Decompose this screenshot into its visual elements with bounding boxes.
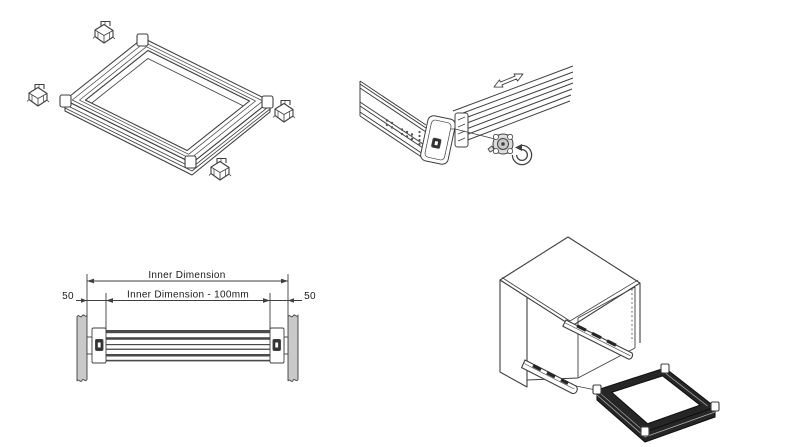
corner-bracket-bottom (208, 157, 232, 181)
extension-lines (86, 274, 289, 332)
outer-dimension-label: Inner Dimension (148, 270, 225, 281)
corner-bracket-top (92, 20, 116, 44)
right-rail-profile (452, 65, 574, 142)
frame-profile-ring (59, 33, 274, 176)
left-mount-stem (86, 336, 93, 355)
leader-line (451, 128, 496, 140)
dimension-drawing-figure: Inner Dimension Inner Dimension - 100mm … (40, 262, 330, 412)
corner-connector-block (420, 115, 456, 165)
frame-assembly-figure (0, 0, 320, 200)
pull-out-frame (592, 363, 720, 443)
cabinet-installation-figure (470, 230, 800, 447)
corner-bracket-right (272, 99, 296, 123)
right-side-panel (287, 314, 299, 382)
sliding-insert (454, 112, 469, 148)
frame-assembly-drawing (26, 20, 296, 181)
rail-holes (385, 119, 421, 146)
right-end-block (269, 327, 285, 364)
rail-adjustment-drawing (359, 65, 574, 166)
left-end-block (91, 327, 107, 364)
inner-dimension-label: Inner Dimension - 100mm (127, 290, 249, 301)
right-slide-rail (562, 319, 634, 360)
cabinet-body (499, 236, 641, 388)
slide-direction-arrow-icon (493, 73, 524, 88)
left-slide-rail (521, 359, 578, 395)
left-rail-profile (359, 80, 427, 161)
dimension-arrows (81, 278, 294, 303)
dimension-drawing: Inner Dimension Inner Dimension - 100mm … (62, 270, 316, 382)
rail-profile (106, 329, 270, 362)
clip-rotation-arrow-icon (511, 144, 533, 166)
cam-wheel-icon (487, 133, 514, 155)
rail-adjustment-figure (358, 55, 583, 190)
corner-bracket-left (26, 83, 50, 107)
right-mount-stem (283, 336, 289, 355)
right-gap-label: 50 (304, 291, 316, 302)
left-gap-label: 50 (62, 291, 74, 302)
cabinet-drawing (499, 236, 720, 443)
left-side-panel (76, 314, 88, 382)
